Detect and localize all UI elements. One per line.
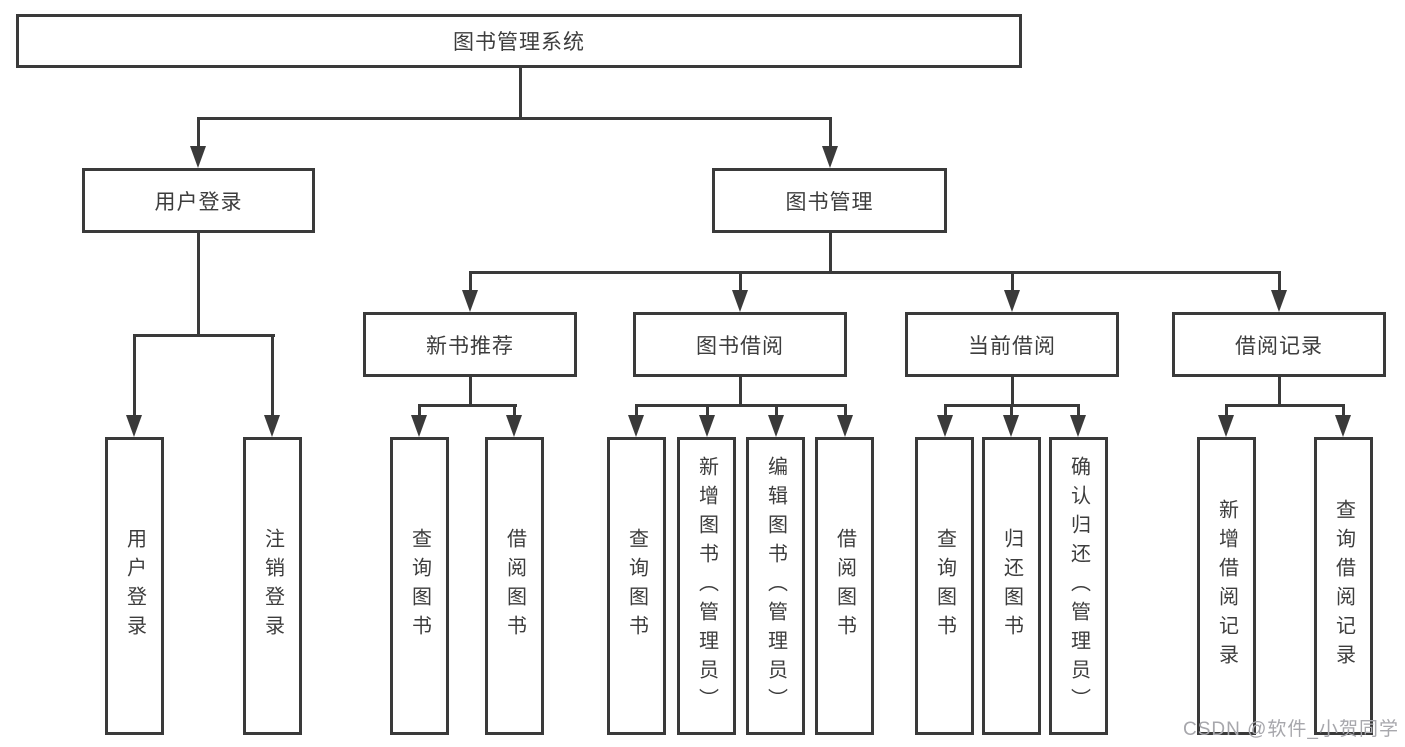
node-leaf-add-borrow-record: 新增借阅记录: [1197, 437, 1256, 735]
arrowhead-icon: [837, 415, 853, 437]
connector-line: [706, 404, 709, 418]
connector-line: [519, 66, 522, 118]
connector-line: [133, 334, 275, 337]
node-leaf-borrow-books-recommend: 借阅图书: [485, 437, 544, 735]
connector-line: [197, 233, 200, 337]
arrowhead-icon: [264, 415, 280, 437]
node-user-login: 用户登录: [82, 168, 315, 233]
node-label: 图书管理: [785, 190, 874, 214]
node-label: 用户登录: [123, 528, 146, 644]
node-label: 借阅记录: [1235, 334, 1323, 358]
connector-line: [635, 404, 638, 418]
arrowhead-icon: [190, 146, 206, 168]
node-label: 归还图书: [1000, 528, 1023, 644]
node-label: 借阅图书: [503, 528, 526, 644]
arrowhead-icon: [126, 415, 142, 437]
node-label: 查询借阅记录: [1332, 499, 1355, 673]
connector-line: [1011, 271, 1014, 293]
node-label: 图书管理系统: [453, 31, 585, 54]
connector-line: [513, 404, 516, 418]
node-leaf-edit-books-admin: 编辑图书（管理员）: [746, 437, 805, 735]
arrowhead-icon: [628, 415, 644, 437]
node-leaf-user-login: 用户登录: [105, 437, 164, 735]
node-label: 注销登录: [261, 528, 284, 644]
node-library-management-system: 图书管理系统: [16, 14, 1022, 68]
node-label: 借阅图书: [833, 528, 856, 644]
connector-line: [271, 334, 274, 417]
connector-line: [469, 271, 472, 293]
connector-line: [1342, 404, 1345, 418]
arrowhead-icon: [1070, 415, 1086, 437]
node-leaf-query-borrow-record: 查询借阅记录: [1314, 437, 1373, 735]
node-book-borrow: 图书借阅: [633, 312, 847, 377]
node-label: 编辑图书（管理员）: [764, 455, 787, 717]
connector-line: [1077, 404, 1080, 418]
node-label: 用户登录: [154, 190, 243, 214]
connector-line: [418, 404, 517, 407]
node-leaf-add-books-admin: 新增图书（管理员）: [677, 437, 736, 735]
node-leaf-query-books-recommend: 查询图书: [390, 437, 449, 735]
csdn-watermark: CSDN @软件_小贺同学: [1183, 719, 1399, 740]
arrowhead-icon: [462, 290, 478, 312]
connector-line: [1010, 404, 1013, 418]
node-label: 查询图书: [625, 528, 648, 644]
node-label: 新增借阅记录: [1215, 499, 1238, 673]
node-label: 查询图书: [933, 528, 956, 644]
connector-line: [1225, 404, 1228, 418]
node-leaf-borrow-books: 借阅图书: [815, 437, 874, 735]
connector-line: [1278, 377, 1281, 407]
node-label: 当前借阅: [968, 334, 1056, 358]
arrowhead-icon: [1218, 415, 1234, 437]
connector-line: [635, 404, 847, 407]
arrowhead-icon: [1003, 415, 1019, 437]
node-label: 新书推荐: [426, 334, 514, 358]
arrowhead-icon: [411, 415, 427, 437]
arrowhead-icon: [506, 415, 522, 437]
node-borrow-records: 借阅记录: [1172, 312, 1386, 377]
node-label: 新增图书（管理员）: [695, 455, 718, 717]
connector-line: [775, 404, 778, 418]
connector-line: [1225, 404, 1345, 407]
arrowhead-icon: [822, 146, 838, 168]
node-leaf-logout: 注销登录: [243, 437, 302, 735]
node-new-book-recommend: 新书推荐: [363, 312, 577, 377]
connector-line: [133, 334, 136, 417]
arrowhead-icon: [732, 290, 748, 312]
node-label: 图书借阅: [696, 334, 784, 358]
arrowhead-icon: [1004, 290, 1020, 312]
connector-line: [469, 271, 1281, 274]
connector-line: [197, 117, 832, 120]
connector-line: [829, 233, 832, 274]
connector-line: [739, 271, 742, 293]
node-leaf-query-books-borrow: 查询图书: [607, 437, 666, 735]
connector-line: [1278, 271, 1281, 293]
node-leaf-query-books-current: 查询图书: [915, 437, 974, 735]
connector-line: [844, 404, 847, 418]
arrowhead-icon: [1335, 415, 1351, 437]
node-label: 查询图书: [408, 528, 431, 644]
connector-line: [469, 377, 472, 407]
connector-line: [1011, 377, 1014, 407]
node-leaf-return-books: 归还图书: [982, 437, 1041, 735]
arrowhead-icon: [937, 415, 953, 437]
arrowhead-icon: [1271, 290, 1287, 312]
arrowhead-icon: [768, 415, 784, 437]
connector-line: [944, 404, 947, 418]
connector-line: [197, 117, 200, 150]
node-label: 确认归还（管理员）: [1067, 455, 1090, 717]
node-current-borrow: 当前借阅: [905, 312, 1119, 377]
node-leaf-confirm-return-admin: 确认归还（管理员）: [1049, 437, 1108, 735]
connector-line: [739, 377, 742, 407]
node-book-management: 图书管理: [712, 168, 947, 233]
arrowhead-icon: [699, 415, 715, 437]
connector-line: [829, 117, 832, 150]
connector-line: [418, 404, 421, 418]
